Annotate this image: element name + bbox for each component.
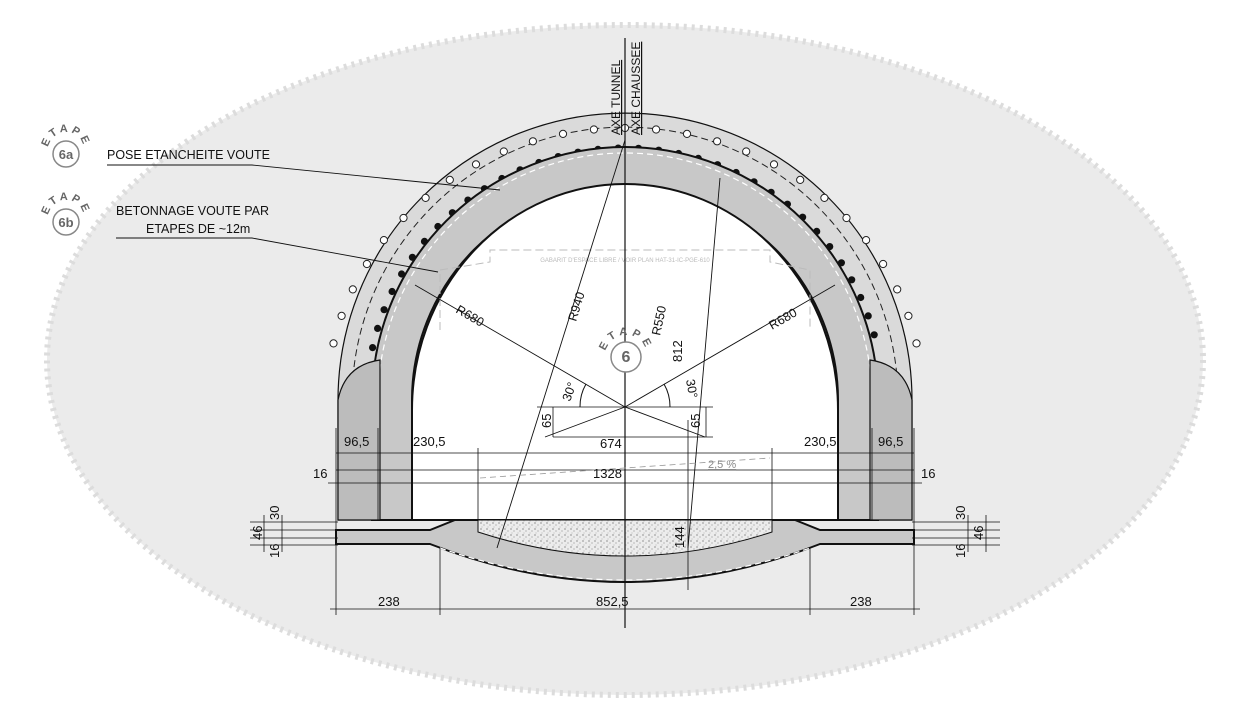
membrane-line (377, 152, 873, 401)
anchor-circle (337, 311, 346, 320)
stage-6a-number: 6a (59, 147, 74, 162)
anchor-circle (742, 147, 751, 156)
dim-16-right: 16 (921, 466, 935, 481)
bolt-dot (388, 287, 396, 296)
axis-tunnel-label: AXE TUNNEL (609, 60, 623, 135)
dimension-lines (250, 406, 1000, 615)
anchor-circle (893, 285, 902, 294)
dim-65-left: 65 (539, 414, 554, 428)
bolt-dot (380, 306, 388, 314)
dim-674: 674 (600, 436, 622, 451)
anchor-circle (379, 236, 388, 245)
dim-2305-right: 230,5 (804, 434, 837, 449)
bolt-dot (374, 324, 382, 332)
dim-238-left: 238 (378, 594, 400, 609)
dim-812: 812 (670, 340, 685, 362)
anchor-circle (912, 339, 921, 348)
anchor-circle (558, 129, 568, 138)
anchor-circle (589, 125, 599, 134)
angle-left-label: 30° (560, 380, 580, 403)
rock-anchors (329, 123, 921, 348)
dim-46-right: 46 (971, 526, 986, 540)
right-sidewall (869, 359, 913, 521)
left-sidewall (337, 359, 381, 521)
anchor-circle (399, 213, 408, 223)
bolt-dot (848, 276, 856, 284)
bolt-dot (857, 293, 865, 302)
dim-65-right: 65 (688, 414, 703, 428)
anchor-circle (713, 137, 722, 146)
anchor-circle (682, 129, 692, 138)
angle-left-arc (579, 383, 587, 408)
dim-2305-left: 230,5 (413, 434, 446, 449)
stage-6b-number: 6b (58, 215, 73, 230)
dim-16-left: 16 (313, 466, 327, 481)
anchor-circle (820, 193, 829, 202)
anchor-circle (528, 137, 538, 146)
outer-dashed-line (351, 126, 899, 401)
dim-965-right: 96,5 (878, 434, 903, 449)
dim-16-low-left: 16 (267, 544, 282, 558)
stage-6b-label-2: ETAPES DE ~12m (146, 222, 250, 236)
bolt-dot (369, 344, 377, 352)
stage-6-number: 6 (622, 349, 631, 366)
anchor-circle (362, 259, 371, 269)
dim-144: 144 (672, 526, 687, 548)
angle-right-arc (663, 383, 671, 408)
anchor-circle (421, 193, 430, 202)
bolt-dot (870, 331, 878, 339)
dim-slope: 2,5 % (708, 459, 736, 471)
anchor-circle (445, 175, 454, 184)
anchor-circle (499, 147, 508, 156)
anchor-circle (471, 160, 481, 169)
anchor-circle (329, 339, 338, 348)
anchor-circle (879, 259, 888, 269)
anchor-circle (652, 125, 661, 134)
anchor-circle (796, 175, 805, 184)
stage-6a-label: POSE ETANCHEITE VOUTE (107, 148, 270, 162)
dim-30-left: 30 (267, 506, 282, 520)
dim-238-right: 238 (850, 594, 872, 609)
axis-road-label: AXE CHAUSSEE (629, 42, 643, 135)
dim-16-low-right: 16 (953, 544, 968, 558)
anchor-circle (348, 285, 357, 294)
anchor-circle (842, 213, 851, 223)
anchor-circle (904, 311, 913, 320)
stage-6b-label-1: BETONNAGE VOUTE PAR (116, 204, 269, 218)
dim-965-left: 96,5 (344, 434, 369, 449)
anchor-circle (862, 236, 871, 245)
radius-inner-label: R550 (649, 304, 669, 336)
dim-46-left: 46 (250, 526, 265, 540)
dim-30-right: 30 (953, 506, 968, 520)
bolt-dot (864, 312, 872, 320)
clearance-gauge (439, 249, 811, 330)
angle-right-label: 30° (683, 378, 700, 399)
dim-1328: 1328 (593, 466, 622, 481)
slope-line (479, 457, 771, 479)
radius-lines (414, 139, 836, 549)
dim-8525: 852,5 (596, 594, 629, 609)
anchor-circle (769, 160, 779, 169)
invert-dashed (439, 547, 811, 581)
